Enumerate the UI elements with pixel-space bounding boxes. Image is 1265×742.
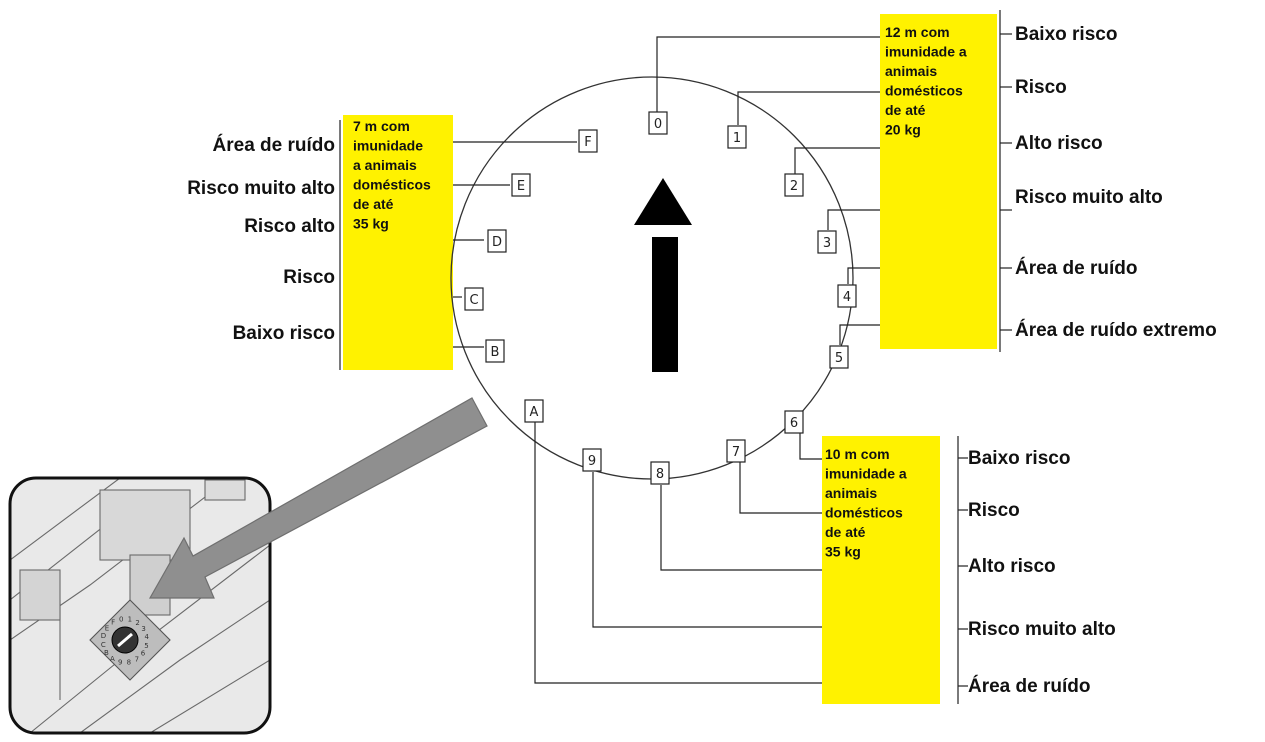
dial-position-e: E (511, 173, 531, 197)
zone-text-top-right-line: 12 m com (885, 24, 950, 40)
dial-position-4: 4 (837, 284, 857, 308)
dial-position-d: D (487, 229, 507, 253)
dial-position-1: 1 (727, 125, 747, 149)
dial-digit: 4 (843, 290, 851, 305)
zone-text-bottom-right-line: imunidade a (825, 466, 907, 482)
dial-digit: E (517, 179, 525, 194)
zone-box-top-right (880, 14, 997, 349)
zone-text-top-right-line: de até (885, 102, 926, 118)
inset-ring-char: 4 (144, 633, 149, 641)
dial-digit: 3 (823, 236, 831, 251)
dial-position-2: 2 (784, 173, 804, 197)
zone-text-bottom-right-line: domésticos (825, 505, 903, 521)
risk-label-left: Risco alto (244, 216, 335, 237)
pointer-arrow (148, 397, 488, 599)
risk-label-left: Risco muito alto (187, 178, 335, 199)
zone-text-bottom-right-line: animais (825, 485, 877, 501)
zone-box-left (343, 115, 453, 370)
zone-text-bottom-right-line: 35 kg (825, 544, 861, 560)
inset-ring-char: D (101, 632, 106, 640)
risk-label-top-right: Baixo risco (1015, 24, 1117, 45)
risk-label-bottom-right: Risco muito alto (968, 619, 1116, 640)
zone-text-bottom-right-line: 10 m com (825, 446, 890, 462)
dial-arrow-shaft (652, 237, 678, 372)
risk-label-left: Baixo risco (233, 323, 335, 344)
inset-ring-char: 1 (128, 616, 132, 624)
risk-label-bottom-right: Área de ruído (968, 675, 1090, 697)
zone-text-left-line: de até (353, 196, 394, 212)
dial-digit: 9 (588, 454, 596, 469)
zone-text-left-line: imunidade (353, 138, 423, 154)
zone-text-top-right-line: 20 kg (885, 122, 921, 138)
dial-position-8: 8 (650, 461, 670, 485)
inset-ring-char: 2 (135, 619, 139, 627)
risk-label-top-right: Área de ruído extremo (1015, 319, 1217, 341)
inset-ring-char: B (104, 649, 109, 657)
inset-ring-char: 7 (135, 656, 139, 664)
dial-position-9: 9 (582, 448, 602, 472)
dial-position-0: 0 (648, 111, 668, 135)
connector-lines (453, 36, 880, 684)
label-brackets (339, 10, 1012, 704)
dial-digit: B (491, 345, 500, 360)
zone-text-top-right-line: imunidade a (885, 44, 967, 60)
dial-digit: 0 (654, 117, 662, 132)
inset-ring-char: 8 (127, 659, 131, 667)
dial-digit: 1 (733, 131, 741, 146)
dial-position-f: F (578, 129, 598, 153)
zone-box-bottom-right (822, 436, 940, 704)
dial-digit: C (469, 293, 478, 308)
risk-label-top-right: Risco muito alto (1015, 187, 1163, 208)
inset-ring-char: 0 (119, 615, 123, 623)
risk-label-top-right: Alto risco (1015, 133, 1103, 154)
inset-ring-char: A (110, 655, 115, 663)
risk-label-left: Área de ruído (213, 134, 335, 156)
dial-position-a: A (524, 399, 544, 423)
dial-arrow-head (634, 178, 692, 225)
dial-digit: 7 (732, 445, 740, 460)
risk-label-left: Risco (283, 267, 335, 288)
dial-position-7: 7 (726, 439, 746, 463)
dial-digit: 2 (790, 179, 798, 194)
dial-position-c: C (464, 287, 484, 311)
dial-position-5: 5 (829, 345, 849, 369)
inset-ring-char: 3 (141, 625, 145, 633)
inset-ring-char: 6 (141, 650, 146, 658)
inset-ring-char: 9 (118, 659, 122, 667)
risk-label-top-right: Risco (1015, 77, 1067, 98)
risk-label-top-right: Área de ruído (1015, 257, 1137, 279)
inset-ring-char: 5 (144, 642, 148, 650)
zone-text-left-line: a animais (353, 157, 417, 173)
zone-text-top-right-line: domésticos (885, 83, 963, 99)
dial-position-6: 6 (784, 410, 804, 434)
zone-text-left-line: 7 m com (353, 118, 410, 134)
dial-digit: 8 (656, 467, 664, 482)
dial-digit: F (584, 135, 591, 150)
inset-ring-char: F (111, 618, 115, 626)
dial-digit: 6 (790, 416, 798, 431)
inset-ring-char: C (101, 641, 106, 649)
zone-text-bottom-right-line: de até (825, 524, 866, 540)
risk-label-bottom-right: Alto risco (968, 556, 1056, 577)
zone-text-left-line: 35 kg (353, 216, 389, 232)
risk-label-bottom-right: Baixo risco (968, 448, 1070, 469)
dial-position-b: B (485, 339, 505, 363)
zone-text-top-right-line: animais (885, 63, 937, 79)
inset-ring-char: E (105, 624, 109, 632)
risk-label-bottom-right: Risco (968, 500, 1020, 521)
dial-digit: A (530, 405, 539, 420)
zone-text-left-line: domésticos (353, 177, 431, 193)
dial-position-3: 3 (817, 230, 837, 254)
dial-digit: 5 (835, 351, 843, 366)
dial-digit: D (492, 235, 502, 250)
